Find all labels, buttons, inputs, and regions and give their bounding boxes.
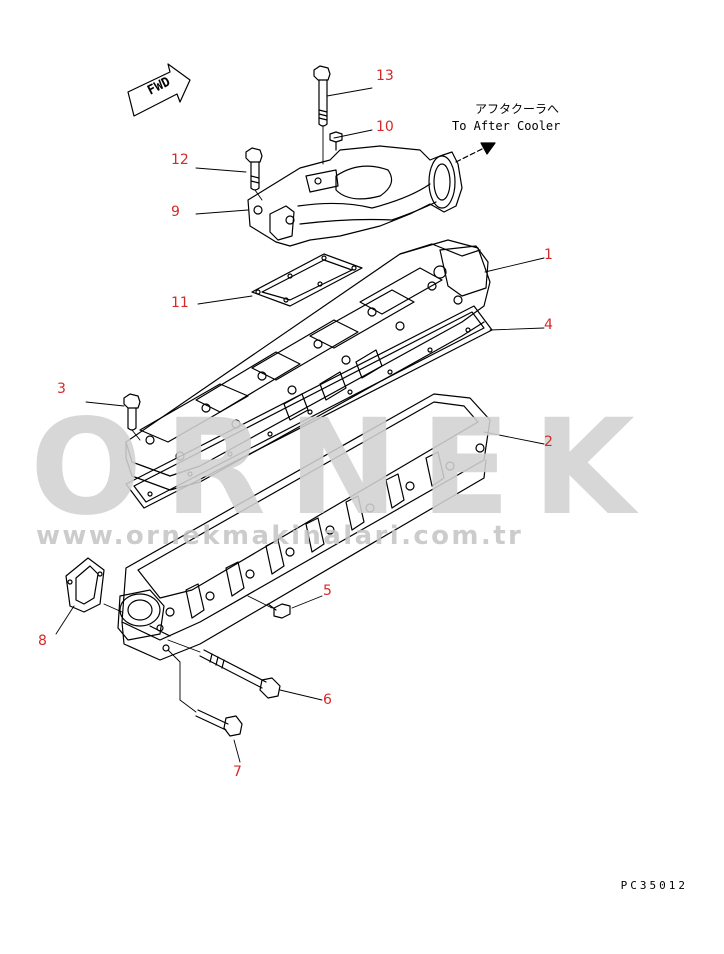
callout-9: 9: [171, 204, 180, 220]
callout-6: 6: [323, 692, 332, 708]
part-2-intake-manifold: [117, 393, 491, 661]
callout-5: 5: [323, 583, 332, 599]
callout-8: 8: [38, 633, 47, 649]
note-english: To After Cooler: [452, 119, 561, 133]
part-7-bolt: [195, 709, 243, 737]
callout-3: 3: [57, 381, 66, 397]
part-5-bolt: [267, 603, 291, 619]
callout-4: 4: [544, 317, 553, 333]
watermark-brand: ORNEK: [30, 408, 657, 528]
part-13-long-bolt: [313, 65, 331, 127]
part-6-stud-bolt: [199, 649, 281, 699]
callout-leader-lines: [55, 87, 545, 763]
callout-7: 7: [233, 764, 242, 780]
after-cooler-arrow-icon: [455, 142, 496, 163]
part-10-plug: [329, 131, 343, 151]
drawing-code: PC35012: [620, 879, 688, 892]
assembly-guide-lines: [103, 125, 324, 713]
callout-10: 10: [376, 119, 394, 135]
callout-11: 11: [171, 295, 189, 311]
part-9-intake-connector: [247, 145, 463, 247]
part-3-bolt: [123, 393, 141, 431]
callout-13: 13: [376, 68, 394, 84]
watermark-url: www.ornekmakinalari.com.tr: [36, 521, 524, 551]
part-8-small-gasket: [65, 557, 105, 613]
callout-1: 1: [544, 247, 553, 263]
callout-2: 2: [544, 434, 553, 450]
part-12-bolt: [245, 147, 263, 191]
fwd-arrow-icon: [127, 63, 191, 117]
note-japanese: アフタクーラへ: [475, 102, 560, 116]
callout-12: 12: [171, 152, 189, 168]
part-11-gasket: [251, 253, 363, 307]
